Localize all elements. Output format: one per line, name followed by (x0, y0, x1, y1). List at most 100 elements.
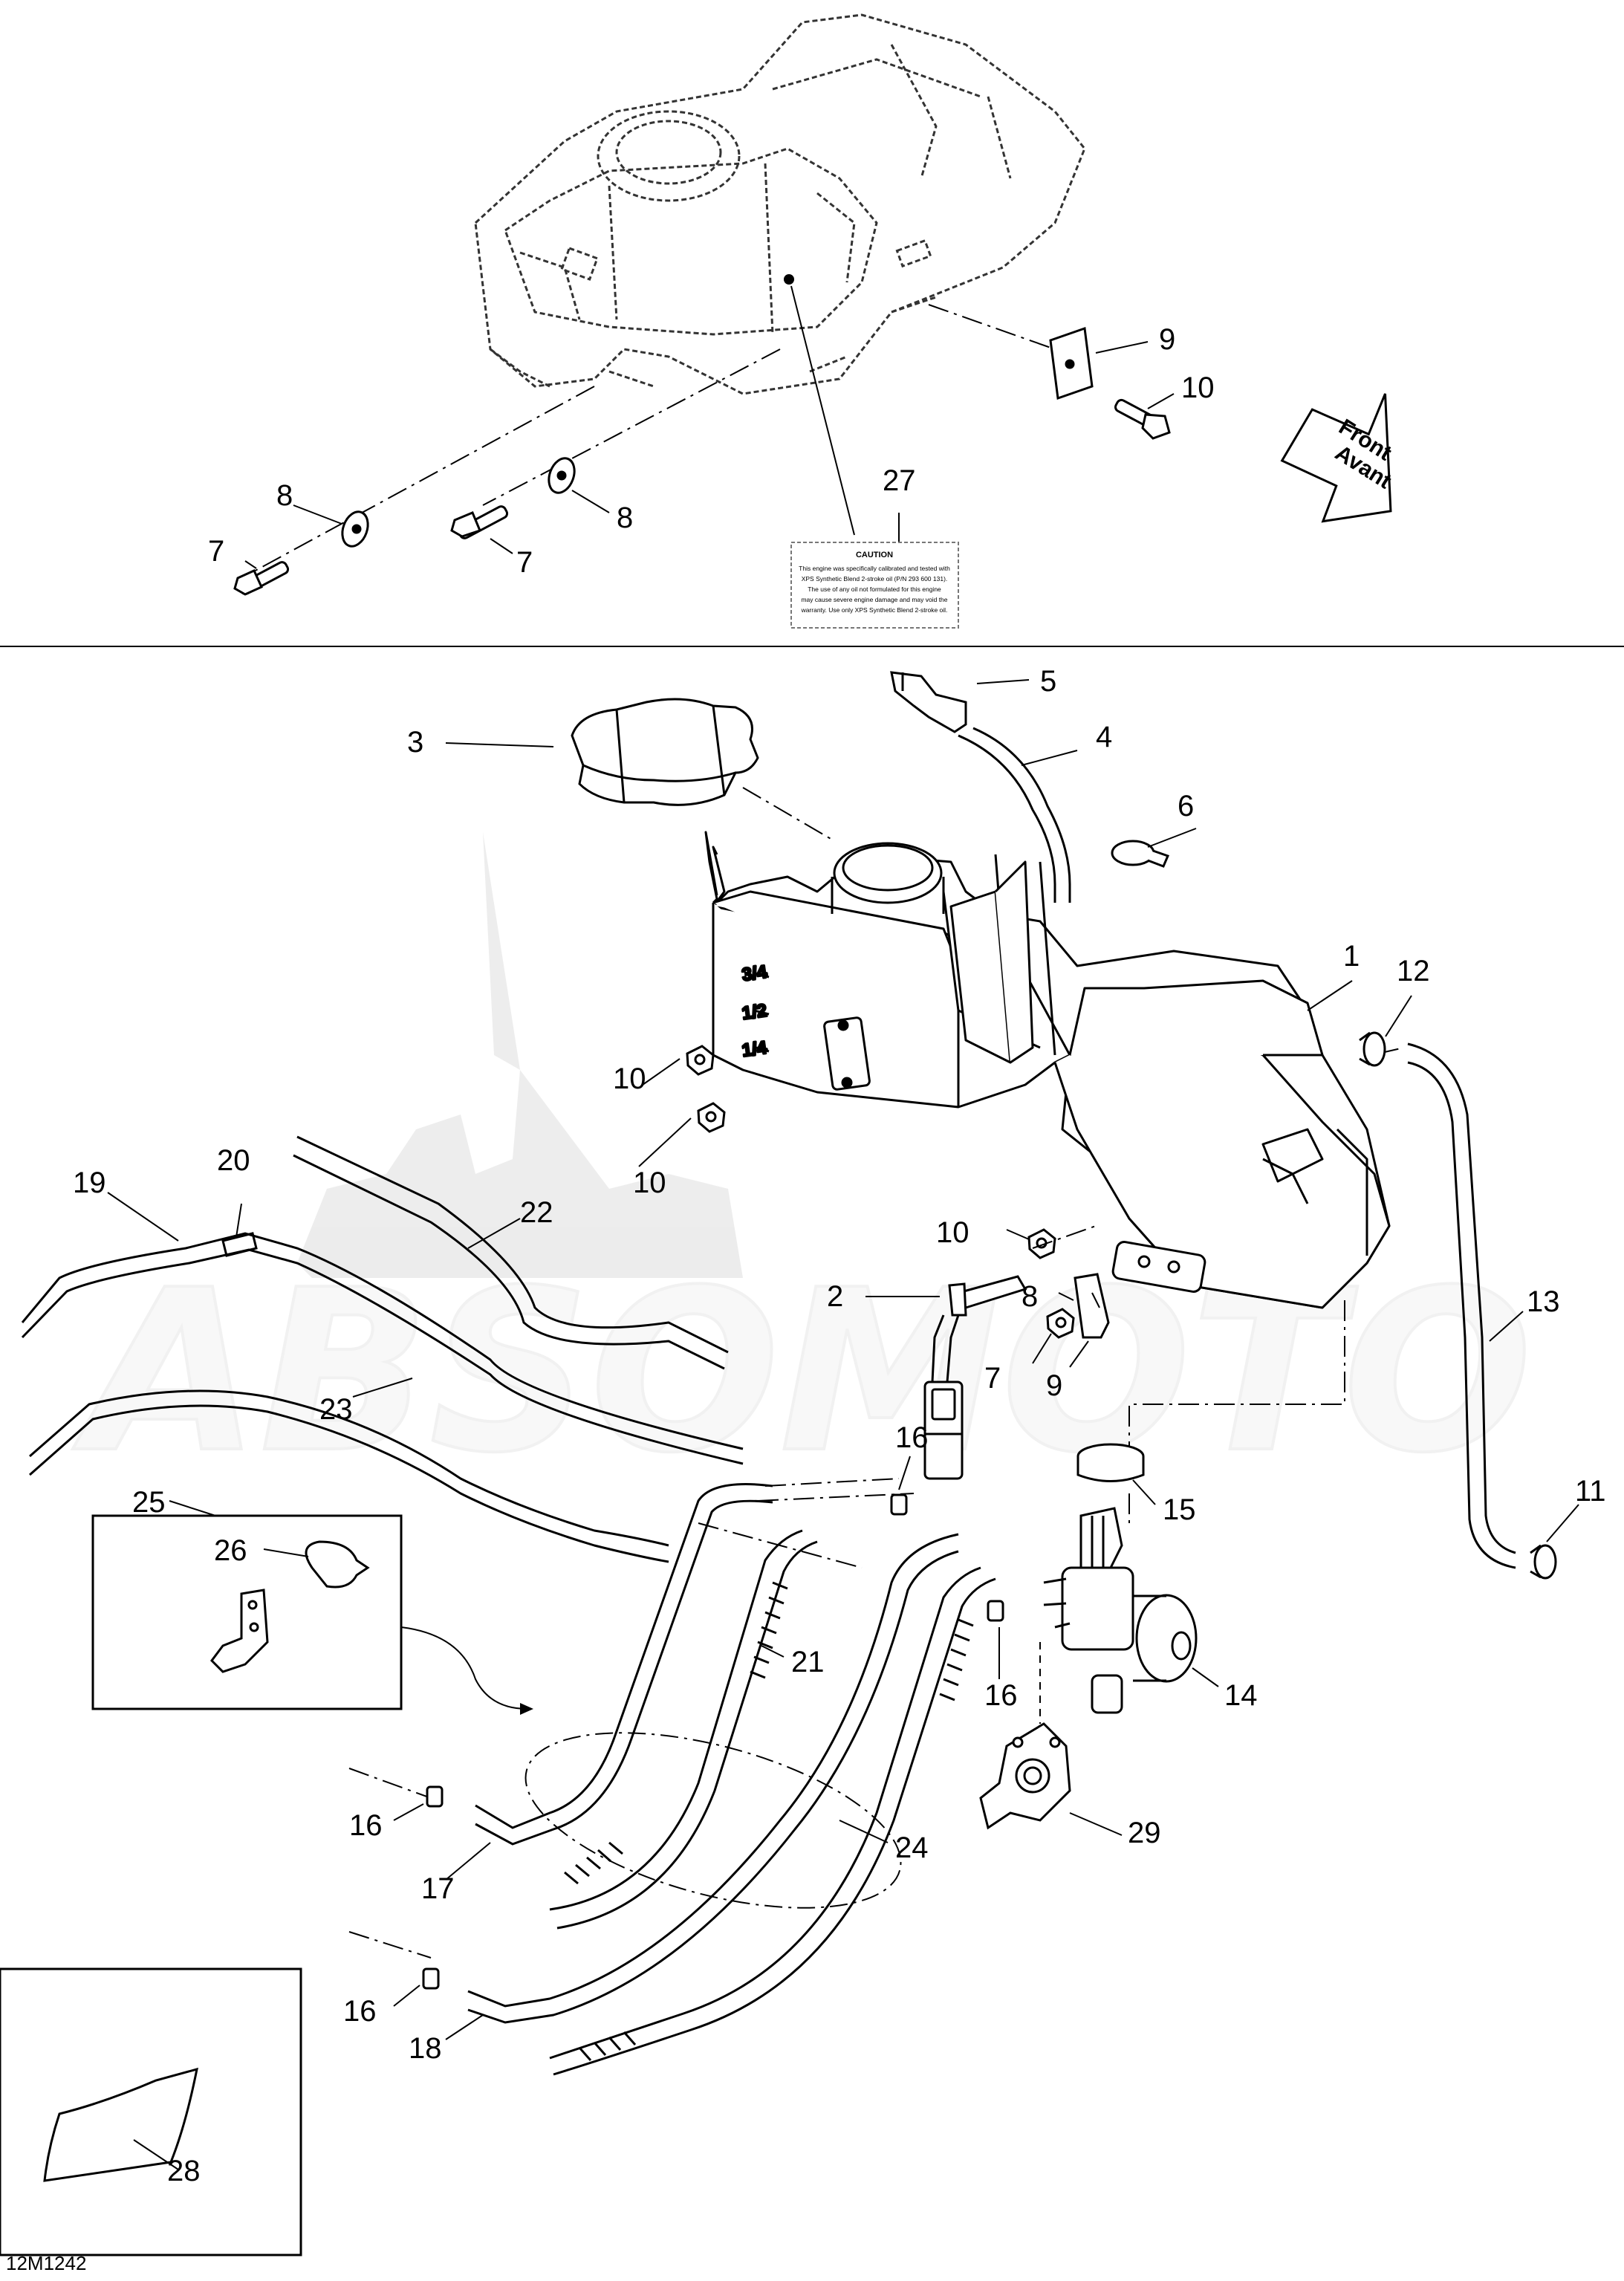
hose-20-clip (221, 1232, 258, 1257)
oil-hose-13 (1407, 1042, 1516, 1569)
clamp-12 (1359, 1031, 1386, 1067)
callout-16: 16 (349, 1809, 383, 1842)
callout-8: 8 (1022, 1280, 1038, 1313)
callout-leaders (107, 341, 1579, 2170)
oil-tank-assembly: 3/4 1/2 1/4 (704, 831, 1391, 1309)
callout-21: 21 (791, 1646, 825, 1678)
callout-28: 28 (167, 2155, 201, 2187)
hose-22 (296, 1135, 729, 1354)
callout-6: 6 (1178, 790, 1194, 822)
inset-box-decal (0, 1967, 302, 2256)
bolt-7-left (233, 561, 290, 596)
clamp-26 (305, 1540, 370, 1589)
callout-16: 16 (984, 1679, 1018, 1712)
bolt-10-b (697, 1102, 726, 1133)
caution-line: The use of any oil not formulated for th… (808, 585, 941, 593)
vent-hose (958, 727, 1071, 903)
bolt-10-a (686, 1045, 715, 1076)
hose-17 (475, 1483, 773, 1829)
callout-10: 10 (936, 1216, 969, 1249)
oil-tank-body (712, 890, 1071, 1109)
callout-14: 14 (1224, 1679, 1258, 1712)
top-hardware (233, 326, 1171, 596)
bolt-10-top (1114, 398, 1171, 440)
hoses-lower (467, 1483, 996, 2076)
caution-title: CAUTION (856, 551, 893, 559)
callout-17: 17 (421, 1872, 455, 1905)
callout-18: 18 (409, 2032, 442, 2065)
oil-tank-upper (1068, 979, 1324, 1057)
callout-4: 4 (1096, 721, 1112, 753)
vent-fitting (890, 671, 967, 733)
callout-3: 3 (407, 726, 423, 759)
callout-10: 10 (613, 1062, 646, 1095)
clamp-11 (1530, 1544, 1557, 1580)
svg-text:1/2: 1/2 (741, 1001, 768, 1024)
hose-18 (467, 1533, 959, 2008)
hoses-upper-left (21, 1135, 744, 1563)
callout-16: 16 (895, 1421, 929, 1454)
clamp-15 (1076, 1443, 1145, 1482)
tank-bolts (686, 1045, 1110, 1339)
fitting-16-c (426, 1785, 444, 1808)
fittings-16 (422, 1493, 1004, 1990)
hose-21 (549, 1529, 803, 1911)
vehicle-frame-outline (474, 13, 1086, 395)
bolt-7-right (450, 505, 509, 539)
bracket-25 (210, 1589, 269, 1673)
level-window (823, 1016, 871, 1091)
caution-line: warranty. Use only XPS Synthetic Blend 2… (801, 606, 948, 614)
fitting-16-b (987, 1600, 1004, 1622)
filler-cap (571, 698, 759, 806)
callout-16: 16 (343, 1995, 377, 2028)
oil-pump (1043, 1507, 1198, 1714)
tank-outline-top (504, 147, 878, 336)
callout-10: 10 (1181, 371, 1215, 404)
callout-13: 13 (1527, 1285, 1560, 1318)
pump-gasket (979, 1722, 1071, 1830)
fitting-16-a (890, 1493, 908, 1516)
tank-side-detail (519, 163, 856, 335)
caution-line: XPS Synthetic Blend 2-stroke oil (P/N 29… (802, 575, 948, 583)
callout-19: 19 (73, 1167, 106, 1199)
top-leaders-solid (790, 285, 900, 542)
caution-line: This engine was specifically calibrated … (799, 565, 950, 572)
routing-area (524, 1732, 902, 1909)
decal-28 (43, 2067, 198, 2182)
hose-19 (21, 1232, 744, 1450)
callout-22: 22 (520, 1196, 553, 1229)
callout-10: 10 (633, 1167, 666, 1199)
top-assembly-view (474, 13, 1086, 395)
svg-text:1/4: 1/4 (741, 1037, 768, 1060)
fitting-16-d (422, 1967, 440, 1990)
hose-24 (549, 1566, 981, 2060)
top-leader-lines (252, 304, 1056, 573)
callout-2: 2 (827, 1280, 843, 1313)
hose-23 (29, 1389, 669, 1547)
callout-20: 20 (217, 1144, 250, 1177)
callout-5: 5 (1040, 665, 1056, 698)
callout-11: 11 (1575, 1475, 1606, 1508)
caution-decal: CAUTION This engine was specifically cal… (790, 542, 959, 629)
reference-dot (784, 274, 794, 285)
bolt-7-c (1046, 1308, 1075, 1339)
level-sensor (923, 1275, 1027, 1480)
callout-7: 7 (208, 535, 224, 568)
caution-line: may cause severe engine damage and may v… (801, 596, 947, 603)
callout-12: 12 (1397, 955, 1430, 987)
callout-25: 25 (132, 1486, 166, 1519)
callout-27: 27 (883, 464, 916, 497)
callout-26: 26 (214, 1534, 247, 1567)
callout-8: 8 (617, 502, 633, 534)
svg-text:3/4: 3/4 (741, 961, 768, 984)
filler-cap-outline (597, 110, 741, 202)
callout-9: 9 (1046, 1369, 1062, 1402)
drawing-number: 12M1242 (6, 2252, 86, 2274)
callout-15: 15 (1163, 1493, 1196, 1526)
hose-clamp-6 (1111, 840, 1170, 868)
callout-7: 7 (516, 546, 533, 579)
inset-box-clamp (91, 1514, 533, 1715)
callout-23: 23 (319, 1393, 353, 1426)
callout-8: 8 (276, 479, 293, 512)
